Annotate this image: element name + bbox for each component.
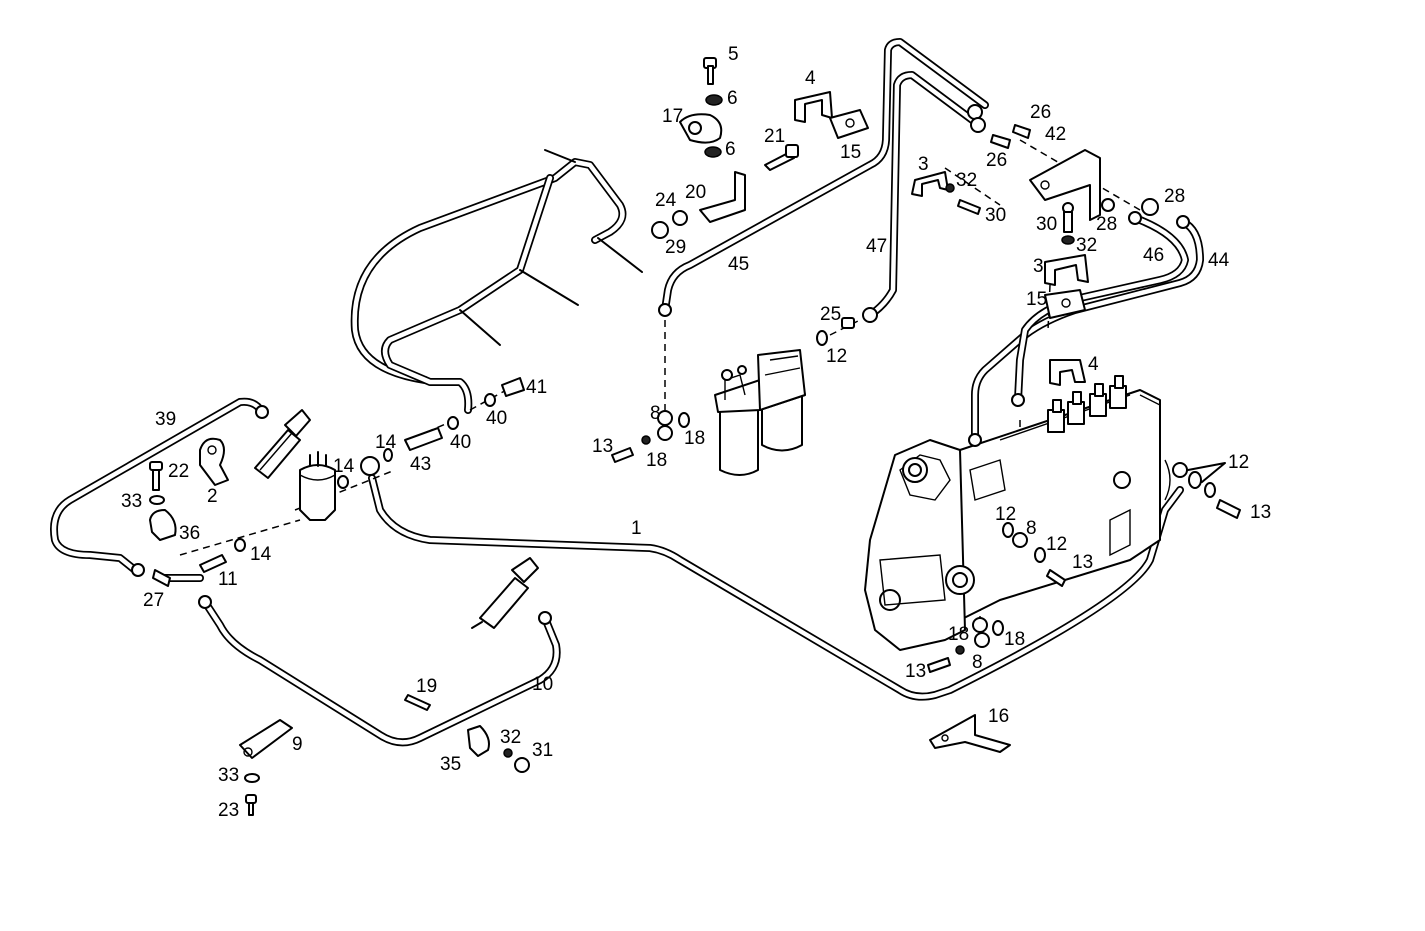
callout-12: 12 xyxy=(1228,452,1249,473)
callout-40: 40 xyxy=(450,432,471,453)
callout-14: 14 xyxy=(375,432,397,453)
callout-8: 8 xyxy=(1026,518,1037,539)
callout-12: 12 xyxy=(826,346,847,367)
bracket-9 xyxy=(239,719,293,759)
callout-3: 3 xyxy=(918,154,929,175)
callout-32: 32 xyxy=(500,727,521,748)
callout-30: 30 xyxy=(985,205,1006,226)
callout-14: 14 xyxy=(333,456,355,477)
grommet-17 xyxy=(679,113,723,144)
callout-12: 12 xyxy=(995,504,1016,525)
callout-27: 27 xyxy=(143,590,164,611)
injection-pump xyxy=(864,375,1171,651)
callout-40: 40 xyxy=(486,408,507,429)
callout-4: 4 xyxy=(805,68,816,89)
callout-31: 31 xyxy=(532,740,553,761)
injector-upper xyxy=(254,409,311,479)
callout-8: 8 xyxy=(650,403,661,424)
callout-12: 12 xyxy=(1046,534,1067,555)
clamp-3-right xyxy=(1044,254,1089,286)
callout-35: 35 xyxy=(440,754,461,775)
callout-46: 46 xyxy=(1143,245,1164,266)
clamp-2 xyxy=(199,437,229,486)
callout-28: 28 xyxy=(1096,214,1117,235)
callout-13: 13 xyxy=(592,436,613,457)
callout-10: 10 xyxy=(532,674,553,695)
callout-4: 4 xyxy=(1088,354,1099,375)
callout-29: 29 xyxy=(665,237,686,258)
callout-30: 30 xyxy=(1036,214,1057,235)
clamp-4-upper xyxy=(794,91,833,123)
callout-41: 41 xyxy=(526,377,547,398)
callout-32: 32 xyxy=(1076,235,1097,256)
callout-43: 43 xyxy=(410,454,431,475)
callout-15: 15 xyxy=(840,142,861,163)
callout-28: 28 xyxy=(1164,186,1185,207)
callout-44: 44 xyxy=(1208,250,1230,271)
clamp-35 xyxy=(467,725,490,757)
bracket-42 xyxy=(1029,149,1101,221)
callout-33: 33 xyxy=(218,765,239,786)
callout-22: 22 xyxy=(168,461,189,482)
callout-26: 26 xyxy=(986,150,1007,171)
callout-18: 18 xyxy=(684,428,705,449)
pipe-45 xyxy=(661,38,989,314)
pipe-47 xyxy=(866,71,979,319)
pressure-switch xyxy=(299,451,336,521)
callout-1: 1 xyxy=(631,518,642,539)
callout-33: 33 xyxy=(121,491,142,512)
bracket-16 xyxy=(929,714,1011,753)
callout-13: 13 xyxy=(1072,552,1093,573)
fittings xyxy=(131,57,1241,816)
pipe-46 xyxy=(1014,214,1189,404)
callout-26: 26 xyxy=(1030,102,1051,123)
callout-42: 42 xyxy=(1045,124,1066,145)
callout-5: 5 xyxy=(728,44,739,65)
callout-36: 36 xyxy=(179,523,200,544)
callout-32: 32 xyxy=(956,170,977,191)
callout-2: 2 xyxy=(207,486,218,507)
callout-18: 18 xyxy=(1004,629,1025,650)
callout-16: 16 xyxy=(988,706,1009,727)
pipe-39 xyxy=(50,397,266,574)
callout-3: 3 xyxy=(1033,256,1044,277)
callout-20: 20 xyxy=(685,182,706,203)
callout-17: 17 xyxy=(662,106,683,127)
callout-23: 23 xyxy=(218,800,239,821)
bracket-20 xyxy=(699,171,746,223)
fuel-filter-assembly xyxy=(714,349,806,476)
callout-6: 6 xyxy=(725,139,736,160)
callout-39: 39 xyxy=(155,409,176,430)
callout-21: 21 xyxy=(764,126,785,147)
callout-9: 9 xyxy=(292,734,303,755)
pipe-1 xyxy=(368,474,1184,701)
injector-lower xyxy=(471,557,539,629)
callout-25: 25 xyxy=(820,304,841,325)
callout-47: 47 xyxy=(866,236,887,257)
callout-24: 24 xyxy=(655,190,677,211)
callout-14: 14 xyxy=(250,544,272,565)
callout-15: 15 xyxy=(1026,289,1047,310)
fuel-pipes xyxy=(50,38,1204,747)
callout-13: 13 xyxy=(1250,502,1271,523)
callout-19: 19 xyxy=(416,676,437,697)
leak-off-pipe xyxy=(350,149,643,414)
pipe-10 xyxy=(201,598,561,747)
clamp-3-upper xyxy=(911,171,949,197)
callout-8: 8 xyxy=(972,652,983,673)
callout-18: 18 xyxy=(646,450,667,471)
clamp-15-upper xyxy=(829,109,869,139)
callout-11: 11 xyxy=(218,569,238,590)
callout-6: 6 xyxy=(727,88,738,109)
callout-45: 45 xyxy=(728,254,749,275)
callout-13: 13 xyxy=(905,661,926,682)
clamp-15-right xyxy=(1044,289,1086,319)
leader-lines xyxy=(1187,462,1226,483)
clamp-36 xyxy=(149,509,177,541)
callout-18: 18 xyxy=(948,624,969,645)
part-number-callouts: 1 2 3 3 4 4 5 6 6 8 8 8 9 10 11 12 12 12… xyxy=(121,44,1271,821)
clamp-4-right xyxy=(1049,359,1086,386)
